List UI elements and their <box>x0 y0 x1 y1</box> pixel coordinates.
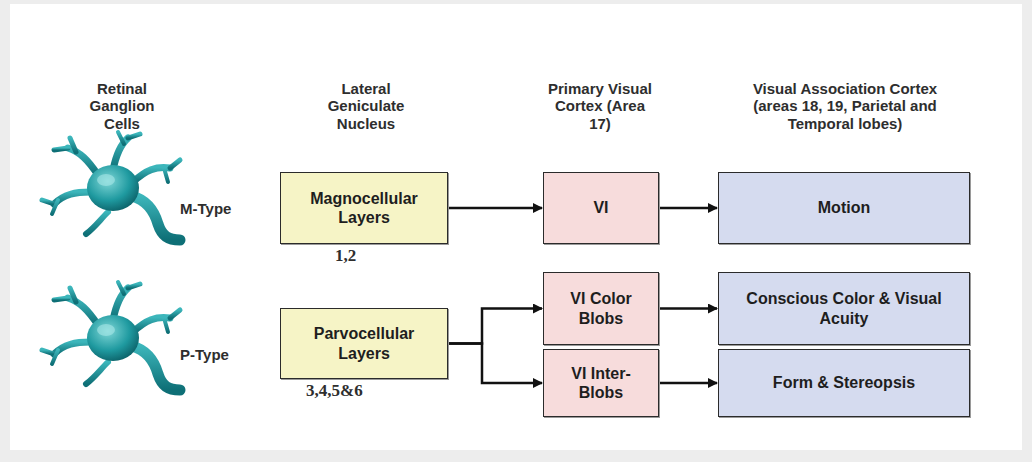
box-text: Magnocellular Layers <box>299 189 429 227</box>
cortex-box: VI <box>543 172 659 244</box>
arrow-connector <box>448 207 542 210</box>
lgn-layer-box: Parvocellular Layers <box>280 308 448 379</box>
arrow-connector <box>659 307 717 310</box>
column-header: Lateral Geniculate Nucleus <box>310 80 422 132</box>
arrow-connector <box>659 207 717 210</box>
box-text: Conscious Color & Visual Acuity <box>734 289 954 327</box>
box-text: Parvocellular Layers <box>299 324 429 362</box>
box-text: VI Inter-Blobs <box>551 364 651 402</box>
column-header: Retinal Ganglion Cells <box>72 80 172 132</box>
column-header: Primary Visual Cortex (Area 17) <box>548 80 652 132</box>
cortex-box: VI Inter-Blobs <box>543 349 659 417</box>
association-box: Form & Stereopsis <box>718 349 970 417</box>
cell-type-label: M-Type <box>180 200 260 217</box>
lgn-layer-box: Magnocellular Layers <box>280 172 448 244</box>
box-text: VI Color Blobs <box>551 289 651 327</box>
arrow-connector <box>659 382 717 385</box>
box-text: Form & Stereopsis <box>773 373 915 392</box>
box-text: Motion <box>818 198 870 217</box>
arrow-connector <box>448 344 542 384</box>
column-header: Visual Association Cortex (areas 18, 19,… <box>738 80 952 132</box>
arrow-connector <box>448 309 542 344</box>
association-box: Conscious Color & Visual Acuity <box>718 272 970 345</box>
association-box: Motion <box>718 172 970 244</box>
layer-number: 1,2 <box>335 246 395 266</box>
cortex-box: VI Color Blobs <box>543 272 659 345</box>
layer-number: 3,4,5&6 <box>306 381 406 401</box>
cell-type-label: P-Type <box>180 346 260 363</box>
box-text: VI <box>593 198 608 217</box>
